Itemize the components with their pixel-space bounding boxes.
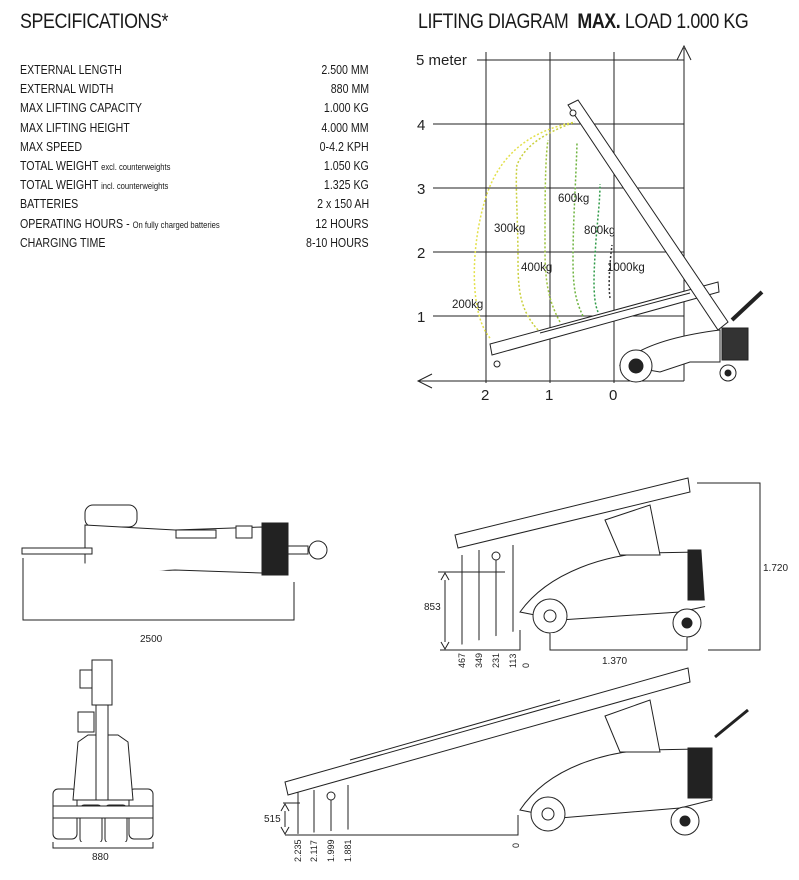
load-label-1000kg: 1000kg xyxy=(607,262,645,274)
reach-dimension: 467 xyxy=(457,653,467,668)
curve-1000kg xyxy=(608,244,613,299)
y-label-1: 1 xyxy=(417,309,425,326)
curve-800kg xyxy=(593,183,601,313)
spec-value: 8-10 HOURS xyxy=(306,235,369,250)
spec-label-text: EXTERNAL LENGTH xyxy=(20,63,122,77)
spec-label: BATTERIES xyxy=(20,197,78,211)
spec-row: TOTAL WEIGHT incl. counterweights 1.325 K… xyxy=(20,178,369,197)
spec-label: TOTAL WEIGHT excl. counterweights xyxy=(20,159,170,173)
top-view-drawing xyxy=(21,504,328,621)
reach-dimension: 1.999 xyxy=(326,839,336,862)
side-view-1-drawing xyxy=(438,477,761,651)
dimension-total-height: 1.720 xyxy=(763,563,788,574)
title-suffix: LOAD 1.000 KG xyxy=(624,10,749,33)
crane-drawing-lifting xyxy=(489,99,764,383)
load-label-300kg: 300kg xyxy=(494,223,525,235)
x-label-1: 1 xyxy=(545,387,553,404)
y-axis-arrow-icon xyxy=(676,44,692,61)
title-prefix: LIFTING DIAGRAM xyxy=(418,10,569,33)
spec-row: MAX LIFTING HEIGHT 4.000 MM xyxy=(20,121,369,140)
spec-value: 2 x 150 AH xyxy=(317,197,369,212)
spec-value: 880 MM xyxy=(330,82,369,97)
spec-label-text: OPERATING HOURS - xyxy=(20,216,130,231)
specifications-title: SPECIFICATIONS* xyxy=(20,10,169,33)
curve-300kg xyxy=(515,121,576,331)
spec-label: CHARGING TIME xyxy=(20,236,105,250)
lifting-diagram-title: LIFTING DIAGRAM MAX. LOAD 1.000 KG xyxy=(418,10,749,34)
x-axis-arrow-icon xyxy=(416,373,433,389)
load-label-400kg: 400kg xyxy=(521,262,552,274)
spec-row: OPERATING HOURS - On fully charged batte… xyxy=(20,217,369,236)
curve-600kg xyxy=(572,142,584,317)
spec-value: 4.000 MM xyxy=(321,120,369,135)
spec-row: TOTAL WEIGHT excl. counterweights 1.050 K… xyxy=(20,159,369,178)
side2-reach-labels: 2.235 2.117 1.999 1.881 xyxy=(293,839,353,862)
y-label-4: 4 xyxy=(417,117,425,134)
spec-value: 1.325 KG xyxy=(324,178,369,193)
spec-label-text: TOTAL WEIGHT xyxy=(20,178,99,193)
y-label-3: 3 xyxy=(417,181,425,198)
spec-label-text: BATTERIES xyxy=(20,197,79,212)
dimension-hook-height-853: 853 xyxy=(424,602,441,613)
spec-label-text: MAX LIFTING HEIGHT xyxy=(20,120,130,135)
spec-row: EXTERNAL WIDTH 880 MM xyxy=(20,82,369,101)
dimension-width: 880 xyxy=(92,852,109,863)
spec-label: MAX LIFTING CAPACITY xyxy=(20,101,142,115)
y-label-5: 5 meter xyxy=(416,52,467,69)
spec-label-text: MAX SPEED xyxy=(20,139,82,154)
spec-label-text: EXTERNAL WIDTH xyxy=(20,82,114,97)
spec-value: 0-4.2 KPH xyxy=(319,139,369,154)
x-label-0: 0 xyxy=(609,387,617,404)
reach-dimension: 2.235 xyxy=(293,839,303,862)
spec-label: EXTERNAL WIDTH xyxy=(20,82,113,96)
spec-label-text: TOTAL WEIGHT xyxy=(20,159,99,173)
spec-value: 2.500 MM xyxy=(321,63,369,77)
reach-dimension: 1.881 xyxy=(343,839,353,862)
spec-label: TOTAL WEIGHT incl. counterweights xyxy=(20,178,168,192)
title-bold: MAX. xyxy=(577,10,621,33)
dimension-wheelbase: 1.370 xyxy=(602,656,627,667)
load-label-800kg: 800kg xyxy=(584,225,615,237)
spec-note: On fully charged batteries xyxy=(132,219,220,230)
spec-note: incl. counterweights xyxy=(101,181,169,192)
dimension-hook-height-515: 515 xyxy=(264,814,281,825)
spec-value: 12 HOURS xyxy=(315,216,369,231)
spec-row: MAX SPEED 0-4.2 KPH xyxy=(20,140,369,159)
curve-200kg xyxy=(473,121,576,339)
spec-value: 1.050 KG xyxy=(324,159,369,173)
curve-400kg xyxy=(544,139,561,323)
spec-value: 1.000 KG xyxy=(324,101,369,116)
spec-label: EXTERNAL LENGTH xyxy=(20,63,122,77)
reach-dimension: 349 xyxy=(474,653,484,668)
spec-label: OPERATING HOURS - On fully charged batte… xyxy=(20,217,220,231)
front-view-drawing xyxy=(52,659,154,849)
load-label-200kg: 200kg xyxy=(452,299,483,311)
dimension-length: 2500 xyxy=(140,634,163,645)
reach-dimension: 0 xyxy=(521,663,531,668)
spec-row: CHARGING TIME 8-10 HOURS xyxy=(20,236,369,255)
dimension-side2-zero: 0 xyxy=(511,843,521,848)
spec-label-text: CHARGING TIME xyxy=(20,235,106,250)
side-view-2-drawing xyxy=(280,667,749,836)
spec-row: MAX LIFTING CAPACITY 1.000 KG xyxy=(20,101,369,120)
reach-dimension: 231 xyxy=(491,653,501,668)
x-label-2: 2 xyxy=(481,387,489,404)
spec-row: EXTERNAL LENGTH 2.500 MM xyxy=(20,63,369,82)
spec-row: BATTERIES 2 x 150 AH xyxy=(20,197,369,216)
reach-dimension: 2.117 xyxy=(309,840,319,862)
spec-label: MAX SPEED xyxy=(20,140,82,154)
reach-dimension: 113 xyxy=(508,654,518,668)
spec-note: excl. counterweights xyxy=(101,162,171,172)
spec-label: MAX LIFTING HEIGHT xyxy=(20,121,130,135)
y-label-2: 2 xyxy=(417,245,425,262)
spec-label-text: MAX LIFTING CAPACITY xyxy=(20,101,143,116)
load-label-600kg: 600kg xyxy=(558,193,589,205)
